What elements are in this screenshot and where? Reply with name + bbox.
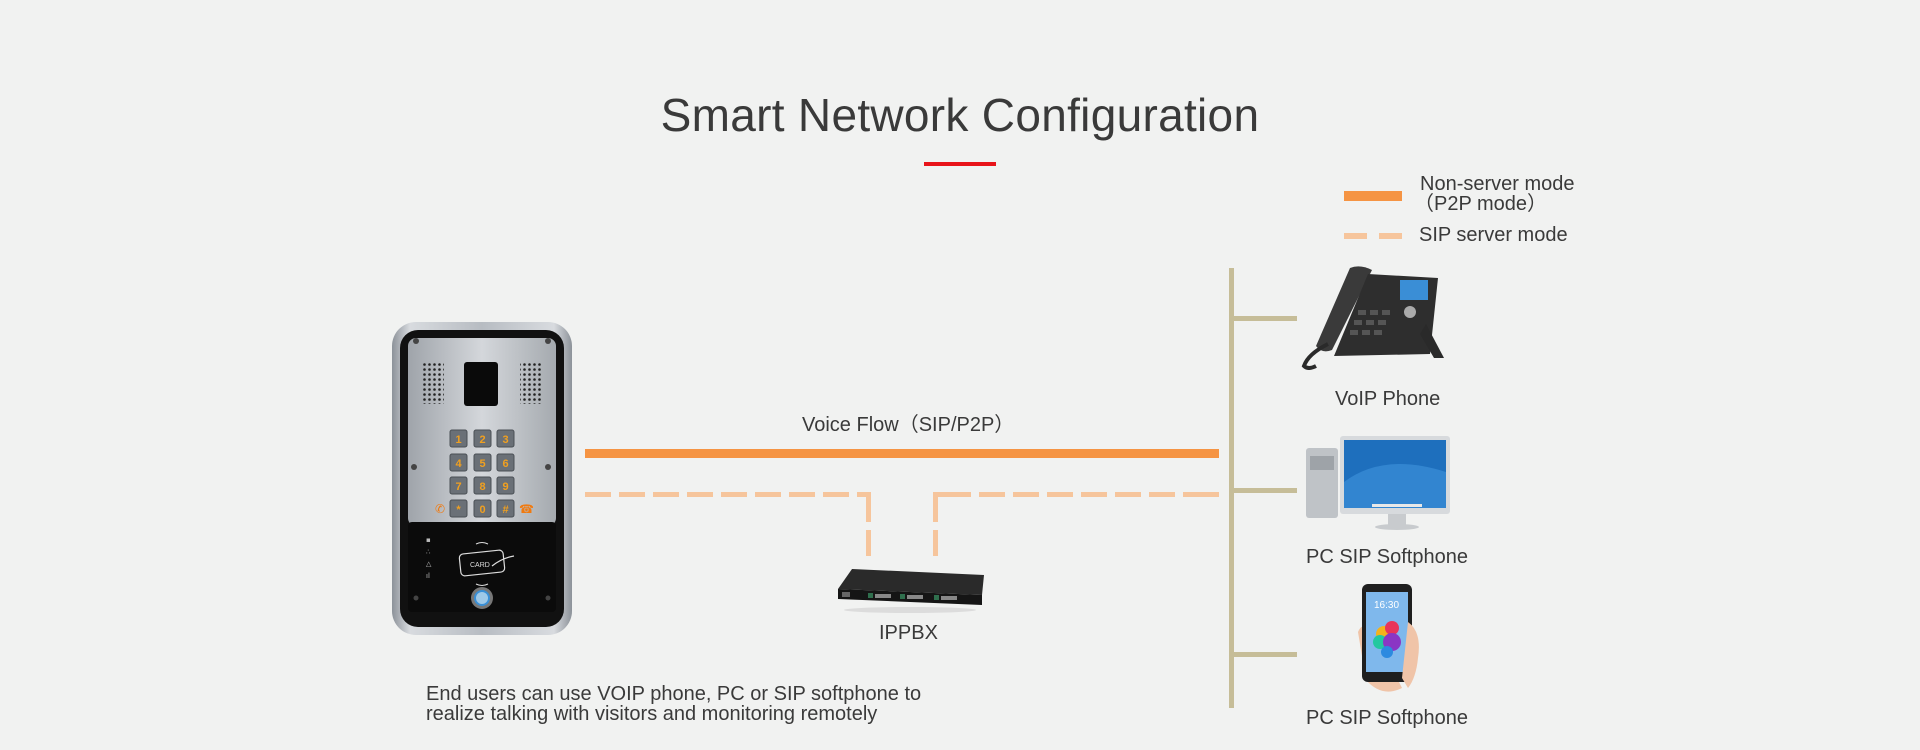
svg-text:8: 8 (479, 481, 485, 493)
pc-device (1302, 432, 1452, 532)
svg-text:✆: ✆ (435, 502, 445, 516)
smartphone-device: 16:30 (1354, 582, 1444, 698)
ippbx-device (834, 565, 986, 615)
svg-text:0: 0 (479, 504, 485, 516)
ippbx-label: IPPBX (879, 622, 938, 644)
keypad: 1 2 3 4 5 6 7 8 9 * 0 # ✆ ☎ (435, 429, 534, 518)
svg-text:▪: ▪ (426, 536, 431, 544)
svg-text:9: 9 (502, 481, 508, 493)
legend-p2p-label-line2: （P2P mode） (1414, 193, 1548, 215)
bus-branch-pc (1232, 488, 1297, 493)
bus-branch-voip-phone (1232, 316, 1297, 321)
svg-text:2: 2 (479, 434, 485, 446)
legend-dashed-line-swatch (1344, 233, 1402, 239)
bus-branch-smartphone (1232, 652, 1297, 657)
svg-text:ıl: ıl (426, 572, 430, 580)
card-reader: CARD (458, 542, 515, 586)
voip-phone-device (1298, 264, 1444, 370)
svg-text:16:30: 16:30 (1374, 600, 1399, 611)
voice-flow-label: Voice Flow（SIP/P2P） (802, 414, 1015, 436)
page-title: Smart Network Configuration (660, 89, 1260, 141)
description-line1: End users can use VOIP phone, PC or SIP … (426, 683, 922, 705)
smartphone-icon: 16:30 (1358, 584, 1419, 692)
svg-text:1: 1 (455, 434, 461, 446)
svg-text:5: 5 (479, 458, 485, 470)
desk-phone-icon (1301, 266, 1444, 370)
desktop-computer-icon (1306, 436, 1450, 530)
legend-solid-line-swatch (1344, 191, 1402, 201)
ippbx-server-icon (838, 569, 984, 613)
legend-sip-label: SIP server mode (1419, 224, 1568, 246)
legend-p2p-label: Non-server mode （P2P mode） (1414, 173, 1575, 214)
svg-text:∴: ∴ (426, 548, 431, 556)
door-intercom-icon: 1 2 3 4 5 6 7 8 9 * 0 # ✆ ☎ CARD ▪ ∴ △ ıl (392, 322, 572, 635)
p2p-voice-line (585, 449, 1219, 458)
endpoint-bus-line (1229, 268, 1234, 708)
svg-text:4: 4 (455, 458, 462, 470)
legend-p2p-label-line1: Non-server mode (1420, 173, 1575, 195)
description-line2: realize talking with visitors and monito… (426, 703, 878, 725)
door-intercom-device: 1 2 3 4 5 6 7 8 9 * 0 # ✆ ☎ CARD ▪ ∴ △ ıl (392, 322, 572, 635)
title-underline (924, 162, 996, 166)
svg-text:7: 7 (455, 481, 461, 493)
voip-phone-label: VoIP Phone (1335, 388, 1441, 410)
svg-text:CARD: CARD (470, 562, 490, 569)
mobile-softphone-label: PC SIP Softphone (1306, 707, 1468, 729)
svg-text:△: △ (426, 560, 432, 568)
svg-text:#: # (502, 504, 508, 516)
svg-text:6: 6 (502, 458, 508, 470)
svg-text:☎: ☎ (519, 502, 534, 516)
svg-text:*: * (456, 504, 461, 516)
description: End users can use VOIP phone, PC or SIP … (426, 684, 921, 724)
svg-text:3: 3 (502, 434, 508, 446)
pc-softphone-label: PC SIP Softphone (1306, 546, 1468, 568)
